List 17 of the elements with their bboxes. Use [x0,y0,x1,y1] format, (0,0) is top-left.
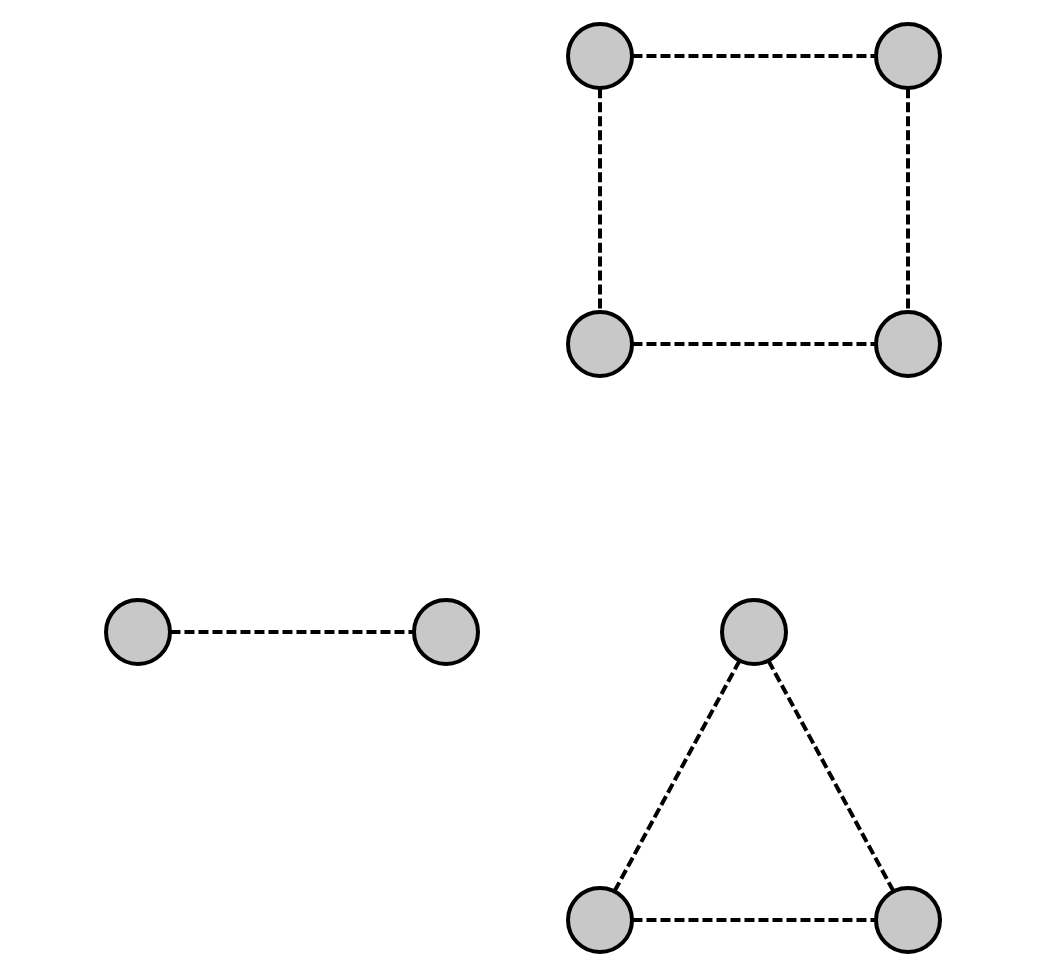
connector [632,918,876,922]
connector [170,630,414,634]
connector [612,659,742,893]
connector [906,88,910,312]
node-circle [874,886,942,954]
node-circle [566,22,634,90]
connector [632,54,876,58]
node-circle [566,886,634,954]
node-circle [874,22,942,90]
connector [632,342,876,346]
connector [766,659,896,893]
node-circle [412,598,480,666]
node-circle [720,598,788,666]
node-circle [104,598,172,666]
node-circle [566,310,634,378]
node-circle [874,310,942,378]
connector [598,88,602,312]
